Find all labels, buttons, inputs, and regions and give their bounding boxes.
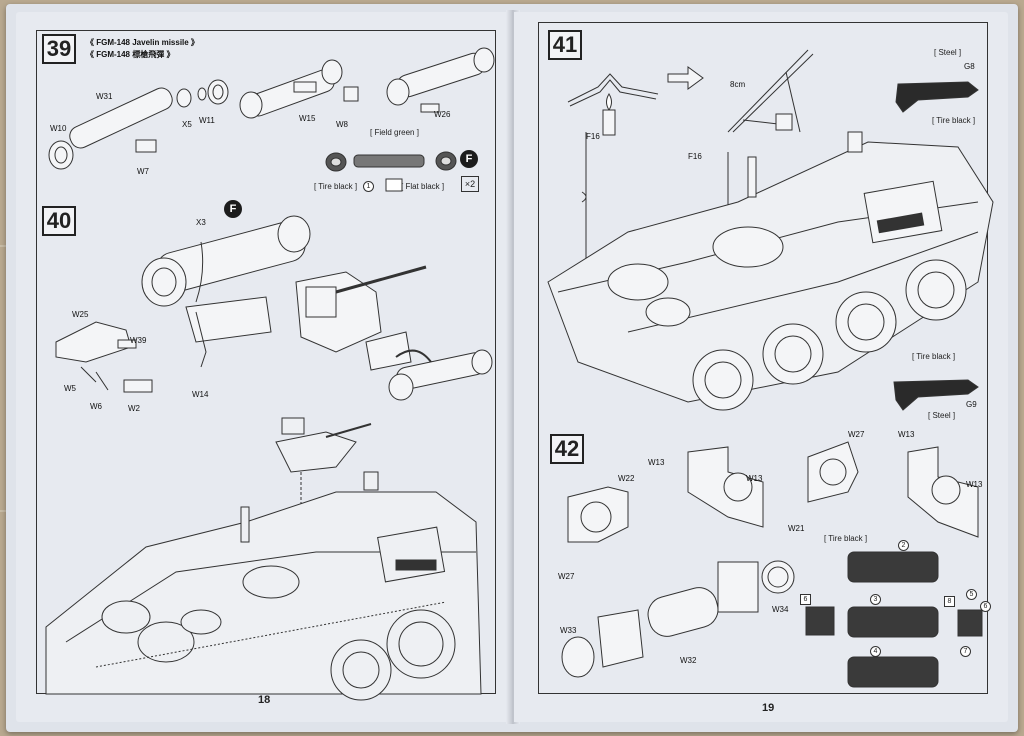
paint-steel: [ Steel ] [934, 48, 962, 57]
part-label: W26 [434, 110, 451, 119]
right-page-number: 19 [762, 702, 775, 714]
wheel-parts-drawing [561, 441, 983, 688]
part-label: W6 [90, 402, 102, 411]
vehicle-hull-drawing [45, 417, 482, 701]
javelin-missile-drawing [48, 47, 495, 192]
right-page-frame [538, 22, 988, 694]
instruction-booklet: 39 《 FGM-148 Javelin missile 》 《 FGM-148… [6, 4, 1018, 732]
part-label: W25 [72, 310, 89, 319]
part-label: G8 [964, 62, 975, 71]
part-label: W33 [560, 626, 577, 635]
part-label: W8 [336, 120, 348, 129]
paint-field-green: [ Field green ] [370, 128, 419, 137]
callout-number: 6 [800, 594, 811, 605]
part-label: W13 [648, 458, 665, 467]
part-label: W31 [96, 92, 113, 101]
paint-flat-black: [ Flat black ] [401, 182, 445, 191]
part-label: F16 [688, 152, 702, 161]
vehicle-antenna-drawing [547, 49, 994, 411]
launcher-assembly-drawing [55, 215, 493, 401]
step-39-title-en: 《 FGM-148 Javelin missile 》 [86, 38, 199, 47]
part-label: W10 [50, 124, 67, 133]
part-label: W14 [192, 390, 209, 399]
part-label: W39 [130, 336, 147, 345]
paint-tire-black: [ Tire black ] [824, 534, 868, 543]
callout-number: 1 [363, 181, 374, 192]
step-39-number: 39 [42, 34, 76, 64]
part-label: W21 [788, 524, 805, 533]
part-label: W13 [746, 474, 763, 483]
callout-number: 2 [898, 540, 909, 551]
part-label: W5 [64, 384, 76, 393]
left-page: 39 《 FGM-148 Javelin missile 》 《 FGM-148… [16, 12, 512, 722]
measure-label: 8cm [730, 80, 746, 89]
part-label: X3 [196, 218, 206, 227]
part-label: W15 [299, 114, 316, 123]
step-39-badge: F [460, 150, 478, 168]
step-40-badge: F [224, 200, 242, 218]
part-label: W27 [558, 572, 575, 581]
callout-number: 8 [944, 596, 955, 607]
callout-number: 3 [870, 594, 881, 605]
part-label: W22 [618, 474, 635, 483]
step-39-title-cn: 《 FGM-148 標槍飛彈 》 [86, 50, 175, 59]
step-41-number: 41 [548, 30, 582, 60]
step-42-number: 42 [550, 434, 584, 464]
part-label: W13 [966, 480, 983, 489]
part-label: W32 [680, 656, 697, 665]
floor-tile-line [0, 245, 6, 247]
part-label: W27 [848, 430, 865, 439]
callout-number: 4 [870, 646, 881, 657]
step-40-number: 40 [42, 206, 76, 236]
part-label: W34 [772, 605, 789, 614]
paint-tire-black: [ Tire black ] [314, 182, 358, 191]
floor-tile-line [0, 510, 6, 512]
part-label: X5 [182, 120, 192, 129]
paint-steel: [ Steel ] [928, 411, 956, 420]
part-label: W2 [128, 404, 140, 413]
right-page: 41 [514, 12, 1008, 722]
paint-tire-black: [ Tire black ] [912, 352, 956, 361]
left-page-number: 18 [258, 694, 271, 706]
paint-tire-black: [ Tire black ] [932, 116, 976, 125]
part-label: W7 [137, 167, 149, 176]
callout-number: 6 [980, 601, 991, 612]
callout-number: 5 [966, 589, 977, 600]
part-label: W13 [898, 430, 915, 439]
callout-number: 7 [960, 646, 971, 657]
part-label: F16 [586, 132, 600, 141]
part-label: W11 [199, 116, 215, 125]
part-label: G9 [966, 400, 977, 409]
quantity-multiplier: ×2 [461, 176, 479, 192]
